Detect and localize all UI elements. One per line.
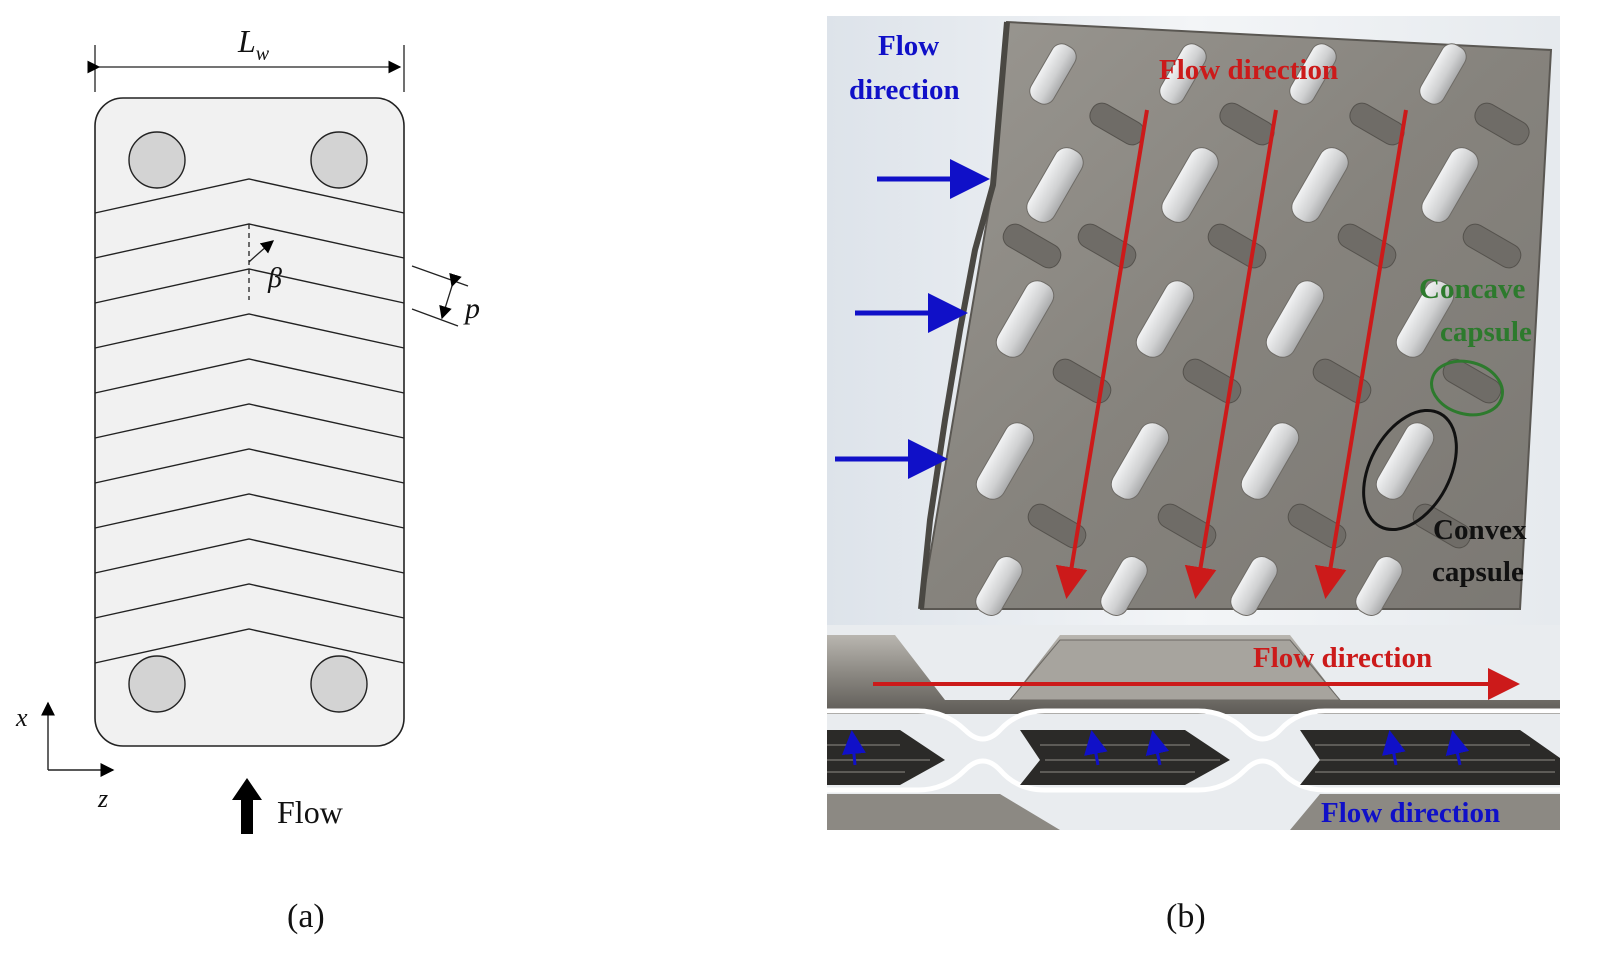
wave-line-upper bbox=[827, 708, 1560, 742]
pitch-tick-top bbox=[411, 265, 469, 287]
convex-label-line2: capsule bbox=[1432, 556, 1524, 588]
chevron-lines bbox=[94, 178, 405, 664]
blue-flow-label-line1: Flow bbox=[878, 30, 939, 62]
convex-capsule-row bbox=[975, 556, 1403, 616]
convex-capsule-row bbox=[1029, 43, 1467, 105]
pitch-tick-bottom bbox=[411, 308, 459, 327]
blue-flow-label-bottom: Flow direction bbox=[1321, 797, 1500, 829]
concave-label-line1: Concave bbox=[1419, 273, 1525, 305]
width-label: Lw bbox=[237, 23, 270, 65]
flow-label: Flow bbox=[277, 794, 343, 830]
width-label-subscript: w bbox=[256, 43, 270, 65]
concave-capsule-row bbox=[1027, 503, 1472, 549]
convex-capsule-row bbox=[995, 280, 1455, 358]
flow-arrow-icon bbox=[232, 778, 262, 834]
blue-small-arrows bbox=[842, 730, 1470, 766]
caption-a: (a) bbox=[287, 898, 325, 935]
lower-plate-profile bbox=[827, 794, 1560, 830]
corrugated-plate-top bbox=[918, 20, 1553, 616]
angle-arc bbox=[248, 240, 275, 263]
capsule-pattern bbox=[975, 43, 1530, 616]
axis-x-label: x bbox=[15, 703, 28, 732]
axis-z-label: z bbox=[97, 784, 108, 813]
concave-capsule-row bbox=[1052, 358, 1502, 404]
angle-beta-label: β bbox=[267, 263, 282, 294]
cross-section: Flow direction Flow direction bbox=[827, 625, 1560, 830]
port-bottom-left bbox=[128, 655, 186, 713]
port-bottom-right bbox=[310, 655, 368, 713]
concave-label-line2: capsule bbox=[1440, 316, 1532, 348]
convex-capsule-row bbox=[1026, 147, 1479, 223]
port-top-left bbox=[128, 131, 186, 189]
pitch-label: p bbox=[463, 292, 480, 325]
convex-label-line1: Convex bbox=[1433, 514, 1527, 546]
port-top-right bbox=[310, 131, 368, 189]
blue-flow-label-line2: direction bbox=[849, 74, 960, 106]
red-flow-label-top: Flow direction bbox=[1159, 54, 1338, 86]
red-flow-label-bottom: Flow direction bbox=[1253, 642, 1432, 674]
caption-b: (b) bbox=[1166, 898, 1206, 935]
concave-capsule-marker bbox=[1430, 359, 1504, 417]
convex-capsule-row bbox=[975, 422, 1435, 500]
red-flow-arrow-3 bbox=[1314, 109, 1408, 599]
panel-b: Flow direction Flow direction Concave ca… bbox=[827, 16, 1560, 935]
red-flow-arrow-2 bbox=[1184, 109, 1278, 599]
red-flow-arrow-1 bbox=[1055, 109, 1149, 599]
wave-line-lower bbox=[827, 758, 1560, 793]
plate-outline bbox=[94, 97, 405, 747]
panel-a: β p Lw x z Flow (a) bbox=[15, 23, 480, 935]
channel-right bbox=[1300, 730, 1560, 785]
width-label-main: L bbox=[237, 23, 256, 59]
convex-capsule-marker bbox=[1362, 408, 1458, 532]
pitch-arrow bbox=[439, 272, 462, 320]
concave-capsule-row bbox=[1089, 102, 1530, 146]
